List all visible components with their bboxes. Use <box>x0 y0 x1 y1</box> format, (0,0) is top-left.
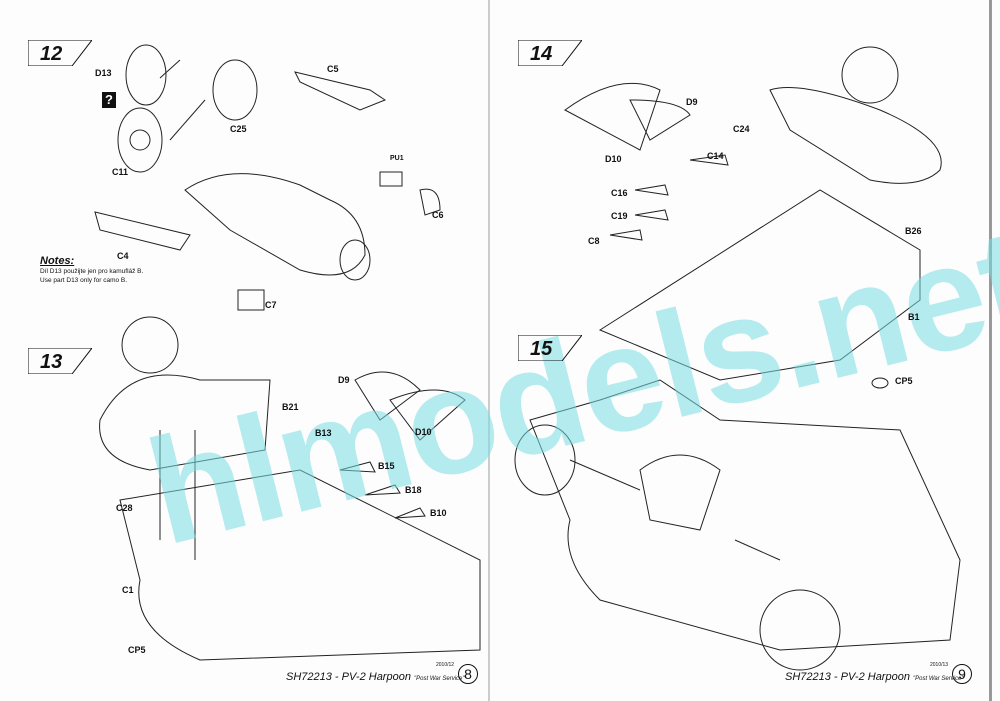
part-label: CP5 <box>128 645 146 655</box>
part-label: C1 <box>122 585 134 595</box>
footer-subtitle: "Post War Service" <box>913 676 964 682</box>
part-label: D10 <box>605 154 622 164</box>
fuselage-15 <box>529 379 961 651</box>
step-15-header: 15 <box>518 335 582 361</box>
footer-date: 2010/13 <box>930 662 949 668</box>
part-label: B26 <box>905 226 922 236</box>
footer-subtitle: "Post War Service" <box>414 676 465 682</box>
nacelle-14 <box>769 87 942 184</box>
notes-title: Notes: <box>40 255 75 267</box>
note-czech: Díl D13 použijte jen pro kamufláž B. <box>40 268 144 275</box>
part-label: B15 <box>378 461 395 471</box>
part-label: D10 <box>415 427 432 437</box>
part-label: C14 <box>707 151 724 161</box>
part-label: C11 <box>112 167 129 177</box>
footer-right: SH72213 - PV-2 Harpoon "Post War Service… <box>785 671 964 683</box>
step-number: 13 <box>40 351 63 373</box>
wheel-c11 <box>117 107 163 173</box>
footer-left: SH72213 - PV-2 Harpoon "Post War Service… <box>286 671 465 683</box>
step-number: 14 <box>530 43 553 65</box>
page-number: 9 <box>952 664 972 684</box>
wheel-cover-c25 <box>212 59 258 121</box>
part-label: PU1 <box>390 155 404 162</box>
step-number: 15 <box>530 338 553 360</box>
wheel-d13 <box>125 44 167 106</box>
part-label: C24 <box>733 124 750 134</box>
step-number: 12 <box>40 43 63 65</box>
part-label: C28 <box>116 503 133 513</box>
part-label: D13 <box>95 68 112 78</box>
page-number: 8 <box>458 664 478 684</box>
part-label: C7 <box>265 300 277 310</box>
part-label: C8 <box>588 236 600 246</box>
wing-13 <box>119 469 481 661</box>
part-label: C16 <box>611 188 628 198</box>
footer-title: SH72213 - PV-2 Harpoon <box>286 671 411 683</box>
part-label: CP5 <box>895 376 913 386</box>
part-label: C19 <box>611 211 628 221</box>
step-14-header: 14 <box>518 40 582 66</box>
page-edge <box>989 0 992 701</box>
nacelle-12 <box>184 173 366 276</box>
step-13-header: 13 <box>28 348 92 374</box>
canopy <box>639 454 721 531</box>
part-label: C6 <box>432 210 444 220</box>
wing-14 <box>598 189 921 381</box>
part-label: B13 <box>315 428 332 438</box>
part-label: C25 <box>230 124 247 134</box>
footer-date: 2010/12 <box>436 662 455 668</box>
part-label: C5 <box>327 64 339 74</box>
nacelle-13 <box>99 374 271 471</box>
part-label: B10 <box>430 508 447 518</box>
part-label: B21 <box>282 402 299 412</box>
part-label: D9 <box>686 97 698 107</box>
step-12-header: 12 <box>28 40 92 66</box>
door-c4 <box>94 211 191 251</box>
note-english: Use part D13 only for camo B. <box>40 277 128 284</box>
part-label: D9 <box>338 375 350 385</box>
part-label: B18 <box>405 485 422 495</box>
page-fold <box>488 0 490 701</box>
part-label: C4 <box>117 251 129 261</box>
door-c5 <box>294 71 387 111</box>
question-icon: ? <box>102 92 116 108</box>
part-label: B1 <box>908 312 920 322</box>
footer-title: SH72213 - PV-2 Harpoon <box>785 671 910 683</box>
